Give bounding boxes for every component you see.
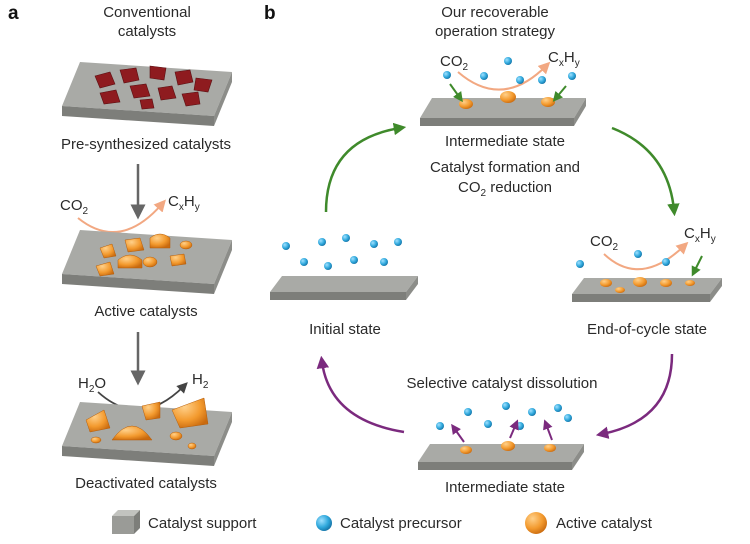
- end-co2-label: CO2: [590, 233, 619, 253]
- stage1-label: Pre-synthesized catalysts: [61, 136, 231, 153]
- stage2-co2-label: CO2: [60, 197, 89, 217]
- initial-slab: [270, 276, 418, 300]
- legend-support-label: Catalyst support: [148, 515, 257, 532]
- stage3-h2-label: H2: [192, 371, 209, 391]
- end-active-particles: [600, 277, 695, 293]
- end-reaction-arrow: [603, 241, 689, 271]
- bottom-purple-arrow-mid: [509, 419, 519, 439]
- bottom-purple-arrow-left: [451, 423, 465, 443]
- bottom-precursor-particles: [436, 402, 572, 430]
- top-state-label: Intermediate state: [445, 133, 565, 150]
- end-green-arrow: [691, 255, 703, 277]
- top-intermediate-slab: [420, 98, 586, 126]
- panel-a-letter: a: [8, 3, 19, 24]
- initial-precursor-particles: [282, 234, 402, 270]
- stage2-reaction-arrow: [77, 199, 166, 233]
- gray-cube-icon: [112, 510, 140, 534]
- deactivated-catalyst-particles: [85, 397, 209, 450]
- dark-catalyst-crystals: [94, 65, 213, 110]
- legend-precursor-label: Catalyst precursor: [340, 515, 462, 532]
- end-precursor-particles: [576, 250, 670, 268]
- end-of-cycle-slab: [572, 278, 722, 302]
- bottom-purple-arrow-right: [543, 419, 553, 441]
- top-precursor-particles: [443, 57, 576, 84]
- stage3-h2o-label: H2O: [78, 375, 106, 395]
- panel-b-letter: b: [264, 3, 276, 24]
- blue-sphere-icon: [316, 515, 332, 531]
- stage3-label: Deactivated catalysts: [75, 475, 217, 492]
- bottom-intermediate-slab: [418, 444, 584, 470]
- stage2-cxhy-label: CxHy: [168, 193, 200, 213]
- caption-top-line1: Catalyst formation and: [430, 159, 580, 176]
- cycle-arrow-top-to-end: [611, 126, 680, 217]
- top-cxhy-label: CxHy: [548, 49, 580, 69]
- cycle-arrow-bottom-to-initial: [316, 355, 405, 434]
- top-green-arrow-left: [449, 83, 463, 103]
- top-co2-label: CO2: [440, 53, 469, 73]
- panel-a-heading-line1: Conventional: [103, 4, 191, 21]
- caption-top-line2: CO2 reduction: [458, 179, 552, 199]
- active-catalyst-particles: [95, 233, 193, 277]
- legend-active-label: Active catalyst: [556, 515, 653, 532]
- stage2-label: Active catalysts: [94, 303, 197, 320]
- bottom-active-particles: [460, 441, 556, 454]
- end-cxhy-label: CxHy: [684, 225, 716, 245]
- panel-a-heading-line2: catalysts: [118, 23, 176, 40]
- top-reaction-arrow: [457, 61, 551, 91]
- cycle-arrow-end-to-bottom: [595, 353, 674, 439]
- legend: Catalyst support Catalyst precursor Acti…: [112, 510, 653, 534]
- orange-sphere-icon: [525, 512, 547, 534]
- left-state-label: Initial state: [309, 321, 381, 338]
- bottom-state-label: Intermediate state: [445, 479, 565, 496]
- cycle-arrow-initial-to-top: [324, 122, 407, 213]
- caption-bottom: Selective catalyst dissolution: [407, 375, 598, 392]
- panel-b-heading-line2: operation strategy: [435, 23, 556, 40]
- top-green-arrow-right: [552, 85, 567, 102]
- panel-b-heading-line1: Our recoverable: [441, 4, 549, 21]
- right-state-label: End-of-cycle state: [587, 321, 707, 338]
